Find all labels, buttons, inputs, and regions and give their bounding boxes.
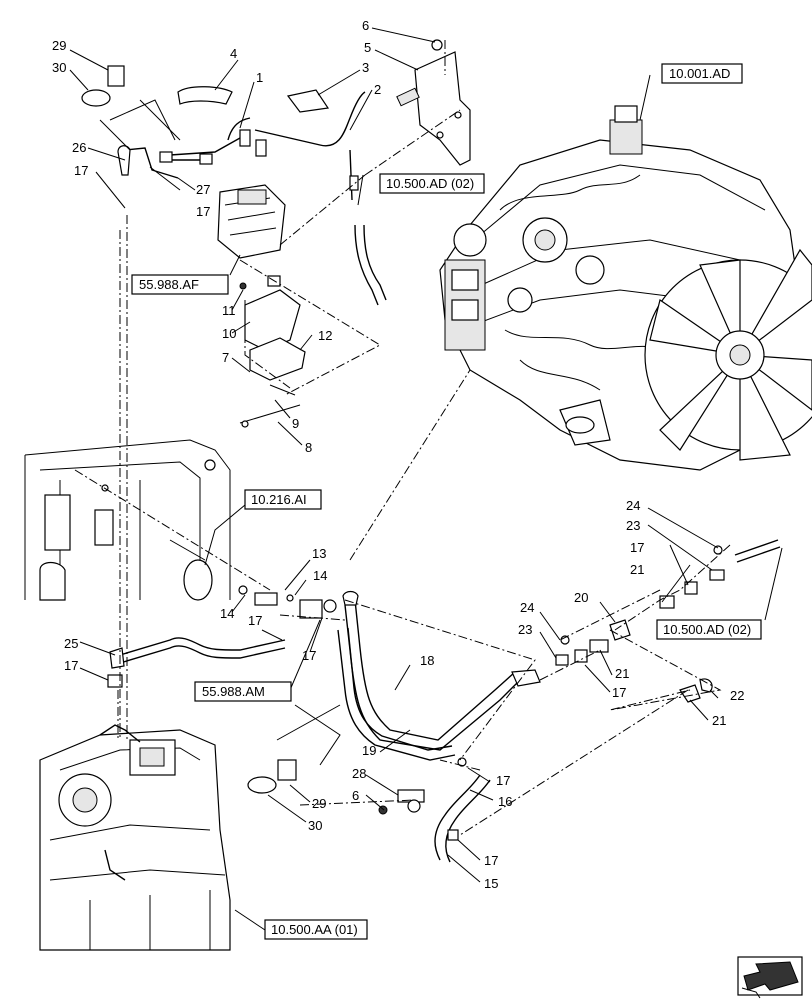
svg-text:55.988.AM: 55.988.AM [202,684,265,699]
ref-10-001-ad[interactable]: 10.001.AD [661,63,743,84]
leader-lines [69,27,783,931]
callout-4: 4 [230,46,237,61]
callout-2: 2 [374,82,381,97]
ref-55-988-af[interactable]: 55.988.AF [131,274,229,295]
callout-30-bottom: 30 [308,818,322,833]
callout-8: 8 [305,440,312,455]
callout-6-top: 6 [362,18,369,33]
bracket-set [239,275,306,428]
callout-20: 20 [574,590,588,605]
svg-text:10.500.AD (02): 10.500.AD (02) [386,176,474,191]
callout-22: 22 [730,688,744,703]
callout-24-a: 24 [520,600,534,615]
svg-text:10.001.AD: 10.001.AD [669,66,730,81]
ref-10-500-ad-02-right[interactable]: 10.500.AD (02) [656,619,762,640]
ref-10-500-aa-01[interactable]: 10.500.AA (01) [264,919,368,940]
callout-3: 3 [362,60,369,75]
callout-17-f: 17 [496,773,510,788]
callout-12: 12 [318,328,332,343]
callout-29: 29 [52,38,66,53]
callout-25: 25 [64,636,78,651]
callout-numbers: 29 30 4 1 3 2 6 5 26 17 27 17 11 10 12 7… [52,18,744,891]
callout-18: 18 [420,653,434,668]
svg-text:10.216.AI: 10.216.AI [251,492,307,507]
callout-30: 30 [52,60,66,75]
callout-5: 5 [364,40,371,55]
svg-text:10.500.AA (01): 10.500.AA (01) [271,922,358,937]
callout-7: 7 [222,350,229,365]
callout-16: 16 [498,794,512,809]
svg-text:10.500.AD (02): 10.500.AD (02) [663,622,751,637]
callout-21-c: 21 [712,713,726,728]
callout-15: 15 [484,876,498,891]
arrow-back-icon[interactable] [737,956,803,999]
tank-assembly [39,724,231,951]
callout-17-g: 17 [484,853,498,868]
callout-23-b: 23 [626,518,640,533]
callout-17-h: 17 [612,685,626,700]
callout-28: 28 [352,766,366,781]
bracket-5 [396,39,471,166]
module-assembly [81,65,366,259]
callout-23-a: 23 [518,622,532,637]
callout-17-b: 17 [196,204,210,219]
dash-lines [74,40,731,836]
callout-21-b: 21 [630,562,644,577]
callout-24-b: 24 [626,498,640,513]
callout-11: 11 [222,303,236,318]
callout-14-b: 14 [220,606,234,621]
callout-1: 1 [256,70,263,85]
ref-55-988-am[interactable]: 55.988.AM [194,681,292,702]
engine-assembly [439,105,812,471]
callout-29-bottom: 29 [312,796,326,811]
ref-10-216-ai[interactable]: 10.216.AI [244,489,322,510]
callout-17-c: 17 [248,613,262,628]
callout-27: 27 [196,182,210,197]
cab-frame [24,439,231,601]
callout-26: 26 [72,140,86,155]
svg-text:55.988.AF: 55.988.AF [139,277,199,292]
callout-10: 10 [222,326,236,341]
callout-17-i: 17 [630,540,644,555]
callout-13: 13 [312,546,326,561]
callout-9: 9 [292,416,299,431]
callout-17-d: 17 [302,648,316,663]
callout-6-bottom: 6 [352,788,359,803]
callout-17-e: 17 [64,658,78,673]
callout-14-a: 14 [313,568,327,583]
hose-top [354,224,387,306]
callout-17-a: 17 [74,163,88,178]
callout-19: 19 [362,743,376,758]
ref-10-500-ad-02-top[interactable]: 10.500.AD (02) [379,173,485,194]
bottom-hoses [247,757,491,863]
callout-21-a: 21 [615,666,629,681]
